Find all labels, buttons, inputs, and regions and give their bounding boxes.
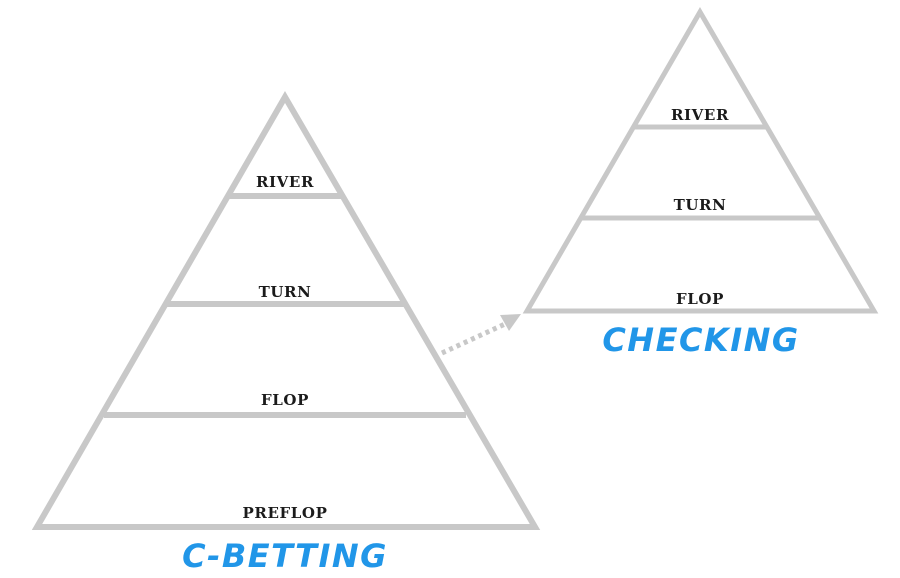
cbetting-level-river: RIVER (256, 173, 314, 191)
checking-pyramid-outline (522, 7, 879, 314)
cbetting-pyramid-outline (31, 91, 541, 530)
checking-level-turn: TURN (674, 196, 727, 214)
cbetting-level-flop: FLOP (261, 391, 309, 409)
cbetting-title: C-BETTING (182, 537, 388, 575)
cbetting-pyramid: RIVER TURN FLOP PREFLOP C-BETTING (31, 91, 541, 575)
checking-title: CHECKING (602, 321, 799, 359)
checking-level-river: RIVER (671, 106, 729, 124)
checking-level-flop: FLOP (676, 290, 724, 308)
cbetting-level-turn: TURN (259, 283, 312, 301)
cbetting-level-preflop: PREFLOP (243, 504, 328, 522)
checking-pyramid: RIVER TURN FLOP CHECKING (522, 7, 879, 359)
transition-arrow-shaft (440, 321, 507, 356)
arrowhead-icon (500, 314, 521, 331)
transition-arrow (440, 314, 521, 356)
